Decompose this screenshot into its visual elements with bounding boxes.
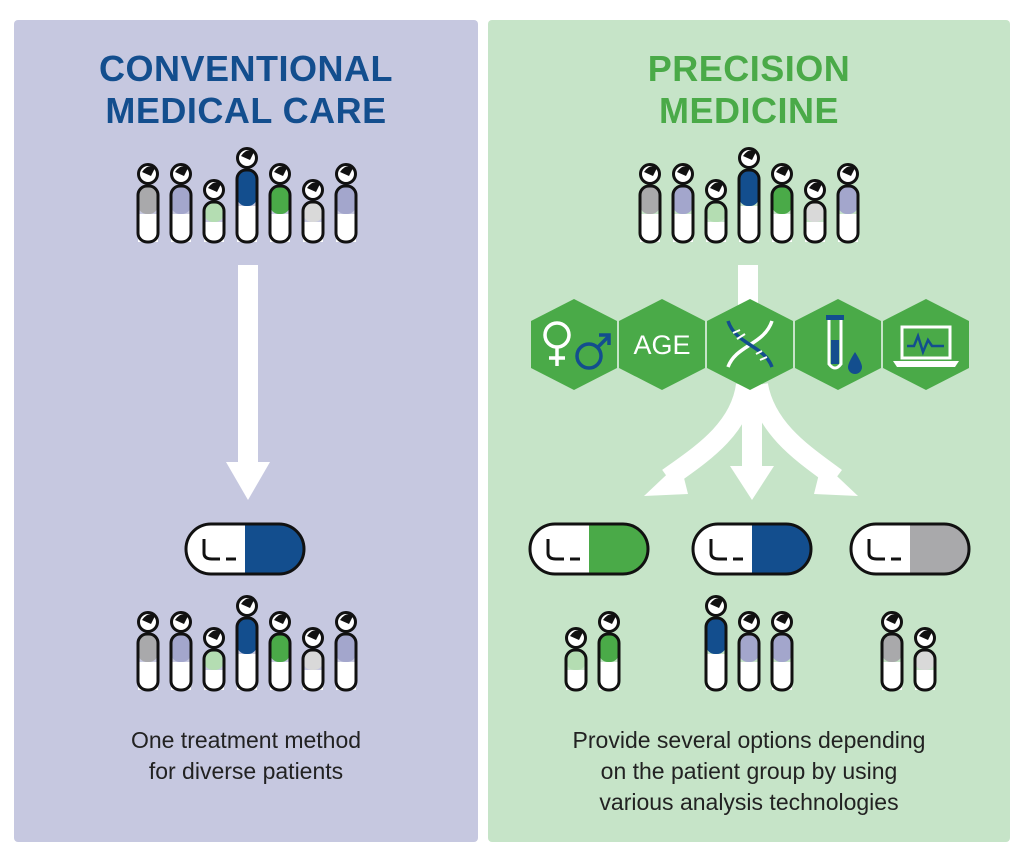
conventional-bottom-person-4 [235, 595, 259, 692]
precision-top-person-7 [836, 163, 860, 244]
conventional-arrow [226, 265, 270, 500]
test-tube-blood-icon [795, 299, 881, 390]
conventional-title: CONVENTIONAL MEDICAL CARE [14, 48, 478, 132]
age-icon: AGE [619, 299, 705, 390]
precision-caption-line-3: various analysis technologies [599, 789, 899, 815]
conventional-title-line-2: MEDICAL CARE [105, 90, 387, 131]
precision-title-line-2: MEDICINE [658, 90, 839, 131]
conventional-bottom-person-3 [202, 627, 226, 692]
precision-title-line-1: PRECISION [647, 48, 851, 89]
green-pill [528, 522, 650, 576]
precision-arrow-heads [644, 462, 858, 500]
group2-person-1 [704, 595, 728, 692]
precision-top-person-4 [737, 147, 761, 244]
conventional-top-person-6 [301, 179, 325, 244]
precision-caption: Provide several options depending on the… [488, 725, 1010, 818]
gender-icon [531, 299, 617, 390]
conventional-bottom-person-1 [136, 611, 160, 692]
group1-person-2 [597, 611, 621, 692]
gray-pill [849, 522, 971, 576]
group2-person-2 [737, 611, 761, 692]
precision-caption-line-1: Provide several options depending [572, 727, 926, 753]
conventional-caption-line-2: for diverse patients [148, 758, 344, 784]
conventional-bottom-person-5 [268, 611, 292, 692]
group2-person-3 [770, 611, 794, 692]
conventional-bottom-person-2 [169, 611, 193, 692]
navy-pill [691, 522, 813, 576]
conventional-title-line-1: CONVENTIONAL [99, 48, 393, 89]
age-label: AGE [633, 330, 690, 360]
group1-person-1 [564, 627, 588, 692]
analysis-factors: AGE [531, 299, 969, 390]
laptop-monitor-icon [883, 299, 969, 390]
conventional-pill [184, 522, 306, 576]
conventional-top-person-4 [235, 147, 259, 244]
conventional-top-person-5 [268, 163, 292, 244]
precision-top-person-2 [671, 163, 695, 244]
precision-top-person-1 [638, 163, 662, 244]
conventional-top-person-7 [334, 163, 358, 244]
group3-person-1 [880, 611, 904, 692]
precision-top-person-5 [770, 163, 794, 244]
precision-top-person-3 [704, 179, 728, 244]
group3-person-2 [913, 627, 937, 692]
conventional-caption-line-1: One treatment method [130, 727, 362, 753]
conventional-bottom-person-7 [334, 611, 358, 692]
precision-caption-line-2: on the patient group by using [600, 758, 898, 784]
dna-icon [707, 299, 793, 390]
conventional-top-person-3 [202, 179, 226, 244]
precision-top-person-6 [803, 179, 827, 244]
conventional-caption: One treatment method for diverse patient… [14, 725, 478, 787]
conventional-bottom-person-6 [301, 627, 325, 692]
conventional-top-person-1 [136, 163, 160, 244]
precision-title: PRECISION MEDICINE [488, 48, 1010, 132]
people-layer [136, 147, 971, 692]
conventional-top-person-2 [169, 163, 193, 244]
